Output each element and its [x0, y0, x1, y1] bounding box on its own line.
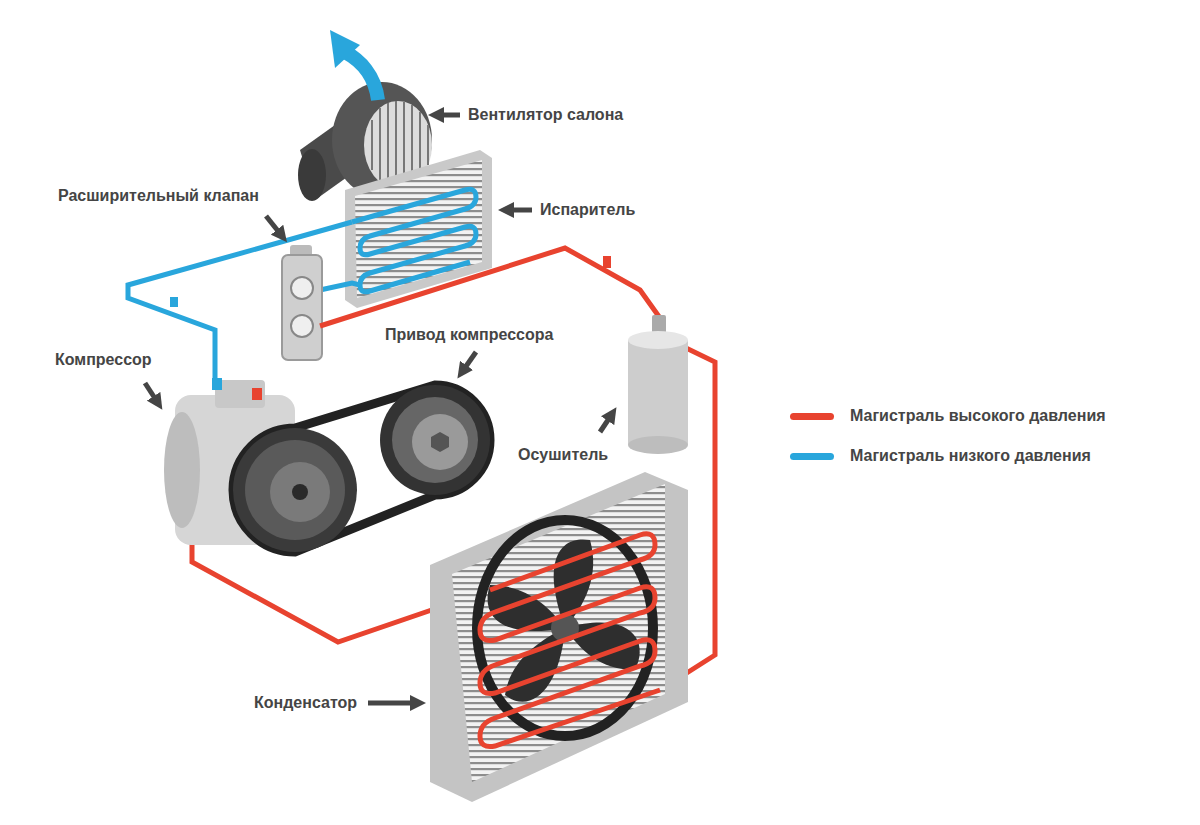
expansion-valve: [282, 255, 322, 360]
compressor-drive: [233, 385, 490, 552]
low-pressure-line: [128, 222, 360, 385]
condenser: [480, 534, 660, 747]
high-pressure-line: [603, 256, 611, 268]
callout-arrow: [506, 208, 532, 213]
callout-arrow: [436, 113, 460, 118]
receiver-drier: [628, 331, 688, 349]
condenser: [430, 472, 688, 802]
compressor-drive: [245, 440, 345, 540]
cabin-blower: [387, 103, 389, 187]
condenser: [452, 484, 665, 782]
callout-arrow: [145, 383, 158, 403]
part-label: Осушитель: [518, 445, 608, 465]
receiver-drier: [628, 436, 688, 454]
legend-swatch: [790, 413, 834, 420]
cabin-blower: [371, 120, 373, 170]
cabin-blower: [379, 108, 381, 182]
callout-arrow: [600, 414, 612, 432]
evaporator: [352, 189, 476, 291]
cabin-blower: [345, 52, 378, 100]
callout-arrow: [462, 352, 476, 372]
cabin-blower: [330, 30, 360, 68]
legend-swatch: [790, 453, 834, 460]
legend-text: Магистраль низкого давления: [850, 446, 1091, 466]
compressor-drive: [270, 462, 330, 522]
compressor-drive: [233, 428, 357, 552]
part-label: Конденсатор: [254, 693, 357, 713]
cabin-blower: [298, 149, 326, 201]
part-label: Привод компрессора: [385, 325, 553, 345]
low-pressure-line: [320, 283, 360, 290]
expansion-valve: [291, 315, 313, 337]
expansion-valve: [282, 245, 322, 360]
part-label: Испаритель: [540, 200, 635, 220]
cabin-blower: [427, 125, 429, 165]
compressor: [252, 388, 262, 400]
part-label: Расширительный клапан: [58, 186, 259, 206]
callout-arrow: [266, 216, 282, 236]
condenser: [505, 628, 565, 702]
receiver-drier: [628, 315, 688, 454]
condenser: [430, 472, 688, 802]
evaporator: [345, 150, 492, 308]
receiver-drier: [628, 340, 688, 445]
compressor: [212, 378, 222, 390]
compressor-drive: [412, 414, 468, 470]
legend-text: Магистраль высокого давления: [850, 406, 1106, 426]
low-pressure-line: [170, 297, 178, 307]
compressor: [215, 380, 265, 408]
compressor-drive: [431, 432, 449, 452]
compressor-drive: [292, 484, 308, 500]
expansion-valve: [291, 277, 313, 299]
compressor-drive: [233, 385, 490, 552]
compressor-drive: [392, 397, 478, 483]
compressor-drive: [380, 385, 490, 495]
callout-arrow: [368, 701, 418, 706]
high-pressure-line: [320, 248, 660, 326]
evaporator: [345, 150, 492, 308]
part-label: Компрессор: [55, 350, 152, 370]
low-pressure-line: [128, 222, 352, 385]
part-label: Вентилятор салона: [468, 105, 623, 125]
compressor: [164, 412, 200, 528]
